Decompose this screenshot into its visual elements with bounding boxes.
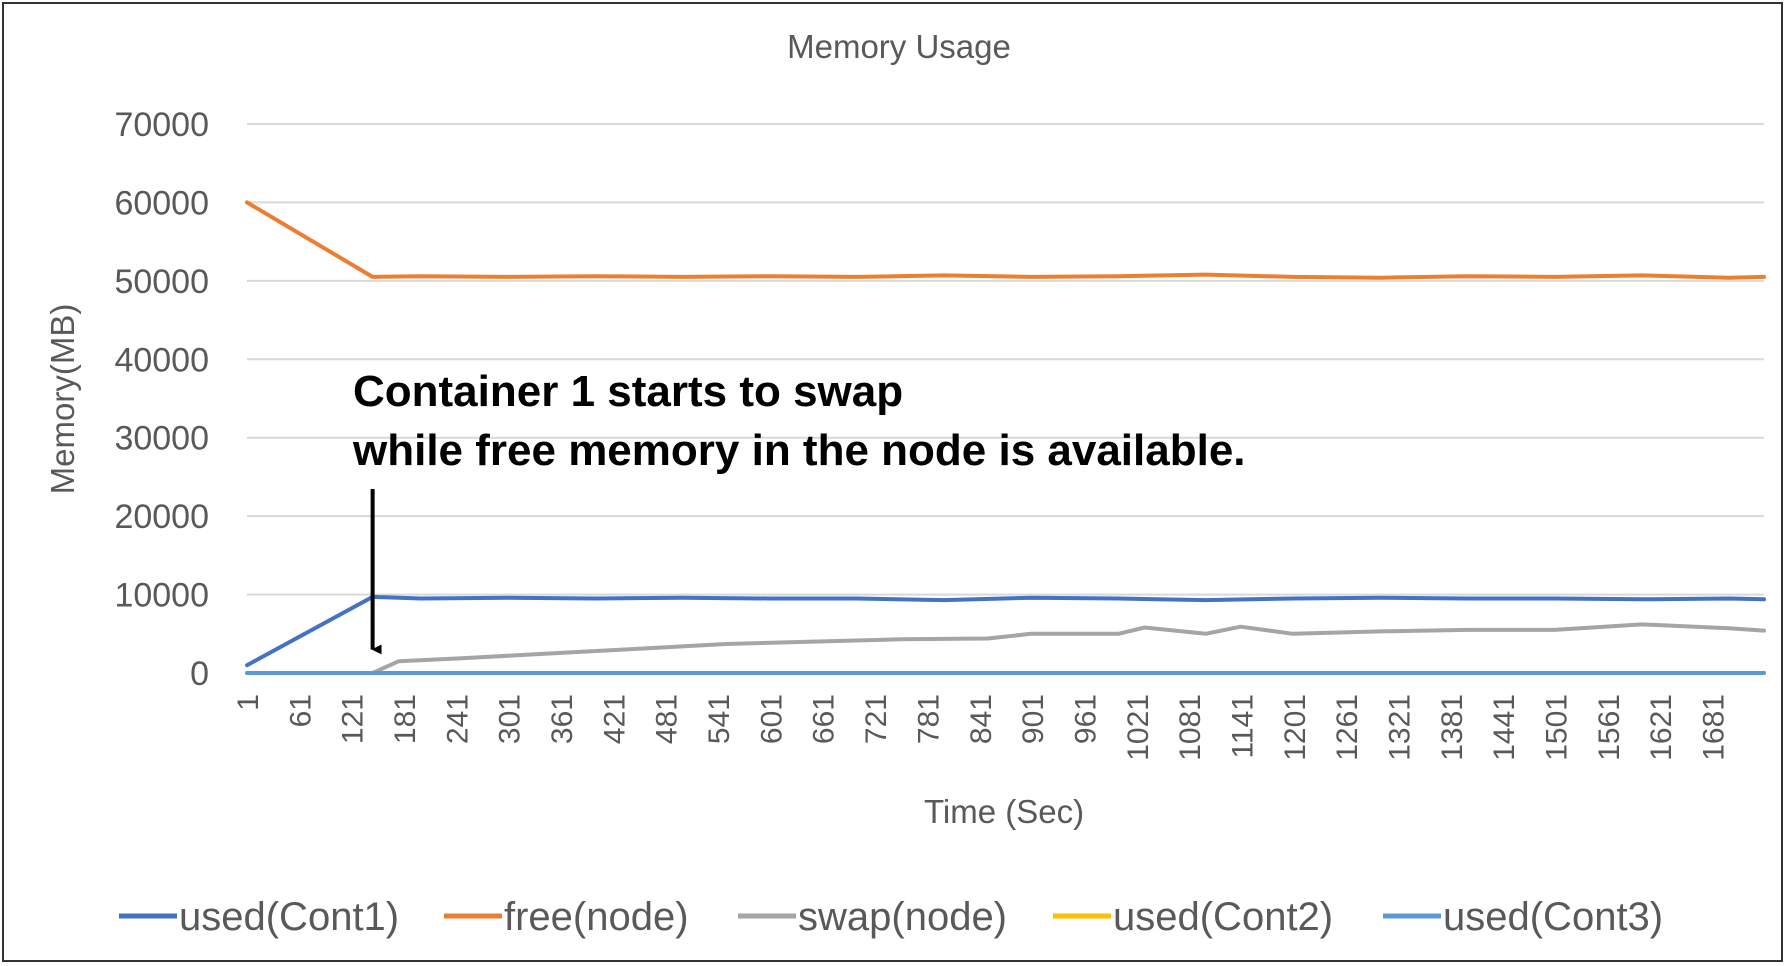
x-tick-label: 1201 xyxy=(1279,694,1312,761)
x-axis-label: Time (Sec) xyxy=(924,793,1084,830)
legend-label-free(node): free(node) xyxy=(504,895,689,939)
x-tick-label: 421 xyxy=(598,694,631,744)
x-tick-label: 541 xyxy=(703,694,736,744)
series-line-free(node) xyxy=(245,200,1766,280)
x-tick-label: 1021 xyxy=(1122,694,1155,761)
legend-label-used(Cont3): used(Cont3) xyxy=(1443,895,1663,939)
x-tick-label: 961 xyxy=(1069,694,1102,744)
y-tick-label: 40000 xyxy=(114,341,209,379)
series-line-used(Cont1) xyxy=(245,594,1766,668)
x-tick-label: 1561 xyxy=(1593,694,1626,761)
y-axis-label: Memory(MB) xyxy=(44,304,81,495)
legend: used(Cont1) free(node) swap(node) used(Cont… xyxy=(119,895,1663,939)
y-tick-label: 60000 xyxy=(114,184,209,222)
x-tick-label: 1381 xyxy=(1436,694,1469,761)
legend-label-used(Cont1): used(Cont1) xyxy=(179,895,399,939)
x-tick-label: 61 xyxy=(284,694,317,727)
series-lines xyxy=(245,200,1766,675)
y-tick-label: 10000 xyxy=(114,577,209,615)
x-tick-label: 1261 xyxy=(1331,694,1364,761)
x-tick-label: 241 xyxy=(441,694,474,744)
series-line-swap(node) xyxy=(245,622,1766,675)
annotation: Container 1 starts to swap while free me… xyxy=(352,367,1246,655)
y-tick-label: 70000 xyxy=(114,106,209,144)
x-tick-label: 781 xyxy=(912,694,945,744)
x-tick-label: 301 xyxy=(494,694,527,744)
legend-label-used(Cont2): used(Cont2) xyxy=(1113,895,1333,939)
gridlines xyxy=(247,123,1764,674)
x-tick-label: 1 xyxy=(232,694,265,711)
x-tick-label: 1621 xyxy=(1645,694,1678,761)
x-tick-label: 1681 xyxy=(1698,694,1731,761)
annotation-line-2: while free memory in the node is availab… xyxy=(352,426,1246,475)
x-tick-label: 1141 xyxy=(1226,694,1259,759)
x-tick-label: 1441 xyxy=(1488,694,1521,761)
x-tick-label: 1081 xyxy=(1174,694,1207,761)
x-tick-label: 721 xyxy=(860,694,893,744)
x-tick-label: 841 xyxy=(965,694,998,744)
x-tick-label: 901 xyxy=(1017,694,1050,744)
x-tick-label: 1501 xyxy=(1541,694,1574,761)
x-tick-label: 361 xyxy=(546,694,579,744)
chart-title: Memory Usage xyxy=(787,28,1011,65)
x-tick-label: 1321 xyxy=(1383,694,1416,761)
x-tick-label: 121 xyxy=(337,694,370,744)
y-tick-label: 0 xyxy=(190,655,209,693)
y-tick-label: 50000 xyxy=(114,263,209,301)
y-tick-labels: 0 10000 20000 30000 40000 50000 60000 70000 xyxy=(114,106,209,693)
x-tick-label: 601 xyxy=(755,694,788,744)
x-tick-labels: 1 61 121 181 241 301 361 421 481 541 601 661 721 781 8… xyxy=(232,694,1731,761)
y-tick-label: 30000 xyxy=(114,420,209,458)
x-tick-label: 481 xyxy=(651,694,684,744)
legend-label-swap(node): swap(node) xyxy=(798,895,1007,939)
y-tick-label: 20000 xyxy=(114,498,209,536)
annotation-line-1: Container 1 starts to swap xyxy=(353,367,903,416)
x-tick-label: 181 xyxy=(389,694,422,744)
memory-usage-chart: 0 10000 20000 30000 40000 50000 60000 70000 1 61… xyxy=(44,28,1766,939)
x-tick-label: 661 xyxy=(808,694,841,744)
